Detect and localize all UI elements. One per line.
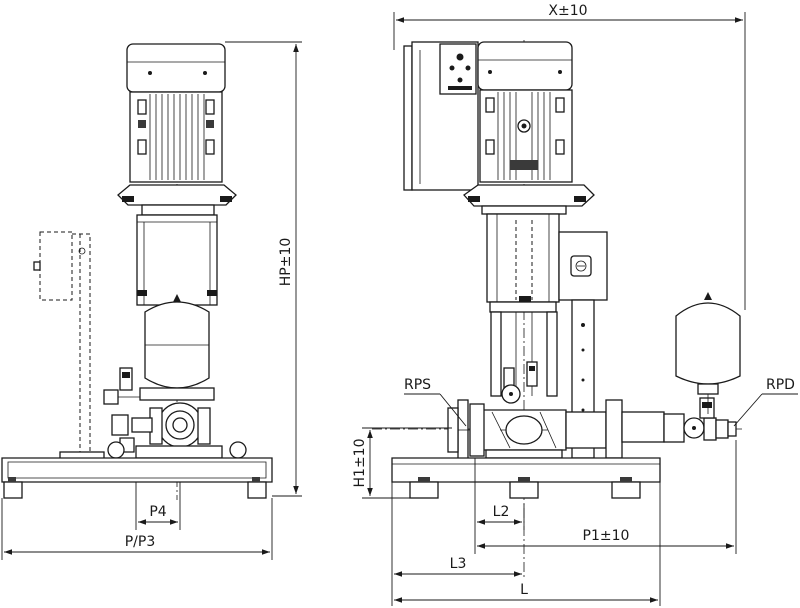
side-pump-stack — [136, 214, 218, 306]
inlet-flange — [447, 399, 485, 461]
front-base-frame — [391, 457, 661, 499]
p1-dimension: P1±10 — [474, 440, 737, 554]
side-base-frame — [1, 457, 273, 499]
front-control-unit — [403, 41, 479, 191]
l3-dimension: L3 — [391, 482, 522, 606]
p4-label: P4 — [149, 504, 166, 520]
hp-label: HP±10 — [278, 238, 294, 287]
side-motor — [117, 43, 237, 216]
rpd-callout: RPD — [733, 377, 798, 427]
hp-dimension: HP±10 — [225, 41, 302, 497]
expansion-vessel — [675, 292, 741, 414]
x-dimension: X±10 — [393, 3, 746, 310]
l-label: L — [520, 582, 528, 598]
front-pump-housing — [481, 361, 567, 459]
l-dimension: L — [394, 482, 661, 606]
rps-callout: RPS — [404, 377, 467, 427]
l2-label: L2 — [493, 504, 510, 520]
outlet-assembly — [565, 397, 737, 459]
p1-label: P1±10 — [583, 528, 630, 544]
p-p3-label: P/P3 — [125, 534, 156, 550]
x-label: X±10 — [548, 3, 587, 19]
rpd-label: RPD — [766, 377, 795, 393]
side-control-panel-dashed — [33, 231, 105, 461]
side-pump-housing — [103, 367, 247, 459]
p4-dimension: P4 — [135, 482, 181, 530]
side-pressure-vessel — [144, 294, 210, 389]
side-view: HP±10 P4 P/P3 — [1, 41, 302, 560]
front-motor — [463, 41, 595, 215]
h1-label: H1±10 — [352, 439, 368, 488]
p-p3-dimension: P/P3 — [1, 498, 273, 560]
front-pump-stack — [486, 213, 560, 397]
l2-dimension: L2 — [474, 458, 525, 530]
front-view: X±10 H1±10 RPS RPD L2 — [352, 3, 798, 606]
rps-label: RPS — [404, 377, 431, 393]
h1-dimension: H1±10 — [352, 427, 452, 499]
l3-label: L3 — [450, 556, 467, 572]
